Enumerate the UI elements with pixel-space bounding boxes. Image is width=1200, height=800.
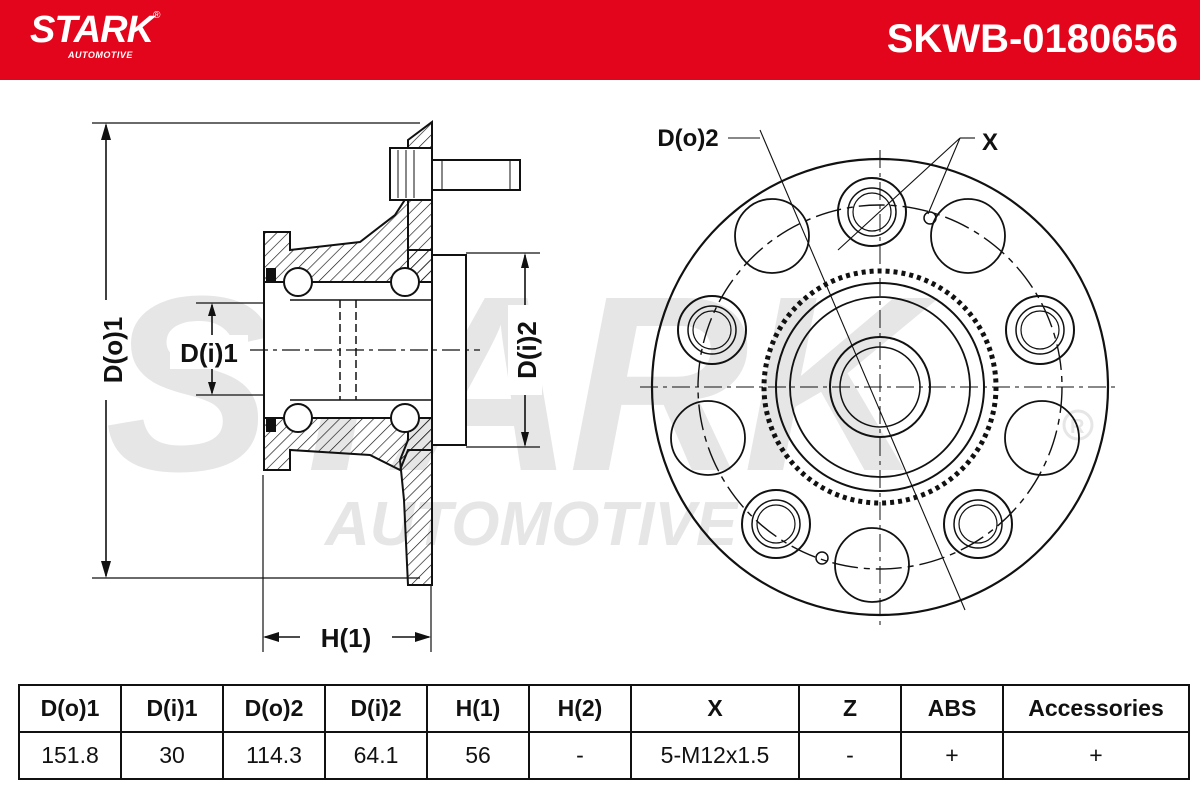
brand-name: STARK [30, 9, 154, 51]
spec-header: X [630, 684, 800, 733]
spec-header: ABS [900, 684, 1004, 733]
label-h1: H(1) [321, 623, 372, 653]
spec-value: - [798, 731, 902, 780]
part-number: SKWB-0180656 [886, 17, 1178, 61]
spec-header: H(2) [528, 684, 632, 733]
spec-value: 30 [120, 731, 224, 780]
stud-hole-4 [741, 489, 811, 559]
stud-hole-1 [837, 177, 907, 247]
label-x: X [982, 129, 998, 156]
registered-mark: ® [153, 10, 161, 21]
label-d-i1: D(i)1 [180, 338, 238, 368]
stud-hole-3 [1005, 295, 1075, 365]
spec-header: Accessories [1002, 684, 1190, 733]
hub-section-view: D(o)1 D(i)1 D(i)2 H(1) [92, 120, 542, 654]
label-d-o2: D(o)2 [657, 125, 718, 152]
technical-drawing: D(o)1 D(i)1 D(i)2 H(1) [92, 120, 1120, 654]
spec-value-row: 151.8 30 114.3 64.1 56 - 5-M12x1.5 - + + [18, 731, 1190, 780]
spec-value: 151.8 [18, 731, 122, 780]
spec-header: D(o)2 [222, 684, 326, 733]
spec-header: Z [798, 684, 902, 733]
spec-header: D(o)1 [18, 684, 122, 733]
stud-hole-2 [677, 295, 747, 365]
brand-logo: STARK® AUTOMOTIVE [30, 9, 161, 60]
label-d-i2: D(i)2 [512, 321, 542, 379]
spec-value: 114.3 [222, 731, 326, 780]
header-bar: STARK® AUTOMOTIVE SKWB-0180656 [0, 0, 1200, 80]
spec-value: 5-M12x1.5 [630, 731, 800, 780]
brand-sub: AUTOMOTIVE [68, 50, 133, 60]
spec-value: + [900, 731, 1004, 780]
spec-value: 56 [426, 731, 530, 780]
spec-header: H(1) [426, 684, 530, 733]
spec-value: 64.1 [324, 731, 428, 780]
hub-front-view: D(o)2 X [640, 125, 1120, 625]
spec-header: D(i)2 [324, 684, 428, 733]
spec-table: D(o)1 D(i)1 D(o)2 D(i)2 H(1) H(2) X Z AB… [18, 684, 1190, 780]
spec-value: - [528, 731, 632, 780]
label-d-o1: D(o)1 [98, 317, 128, 383]
spec-header: D(i)1 [120, 684, 224, 733]
stud-hole-5 [943, 489, 1013, 559]
spec-header-row: D(o)1 D(i)1 D(o)2 D(i)2 H(1) H(2) X Z AB… [18, 684, 1190, 733]
spec-value: + [1002, 731, 1190, 780]
